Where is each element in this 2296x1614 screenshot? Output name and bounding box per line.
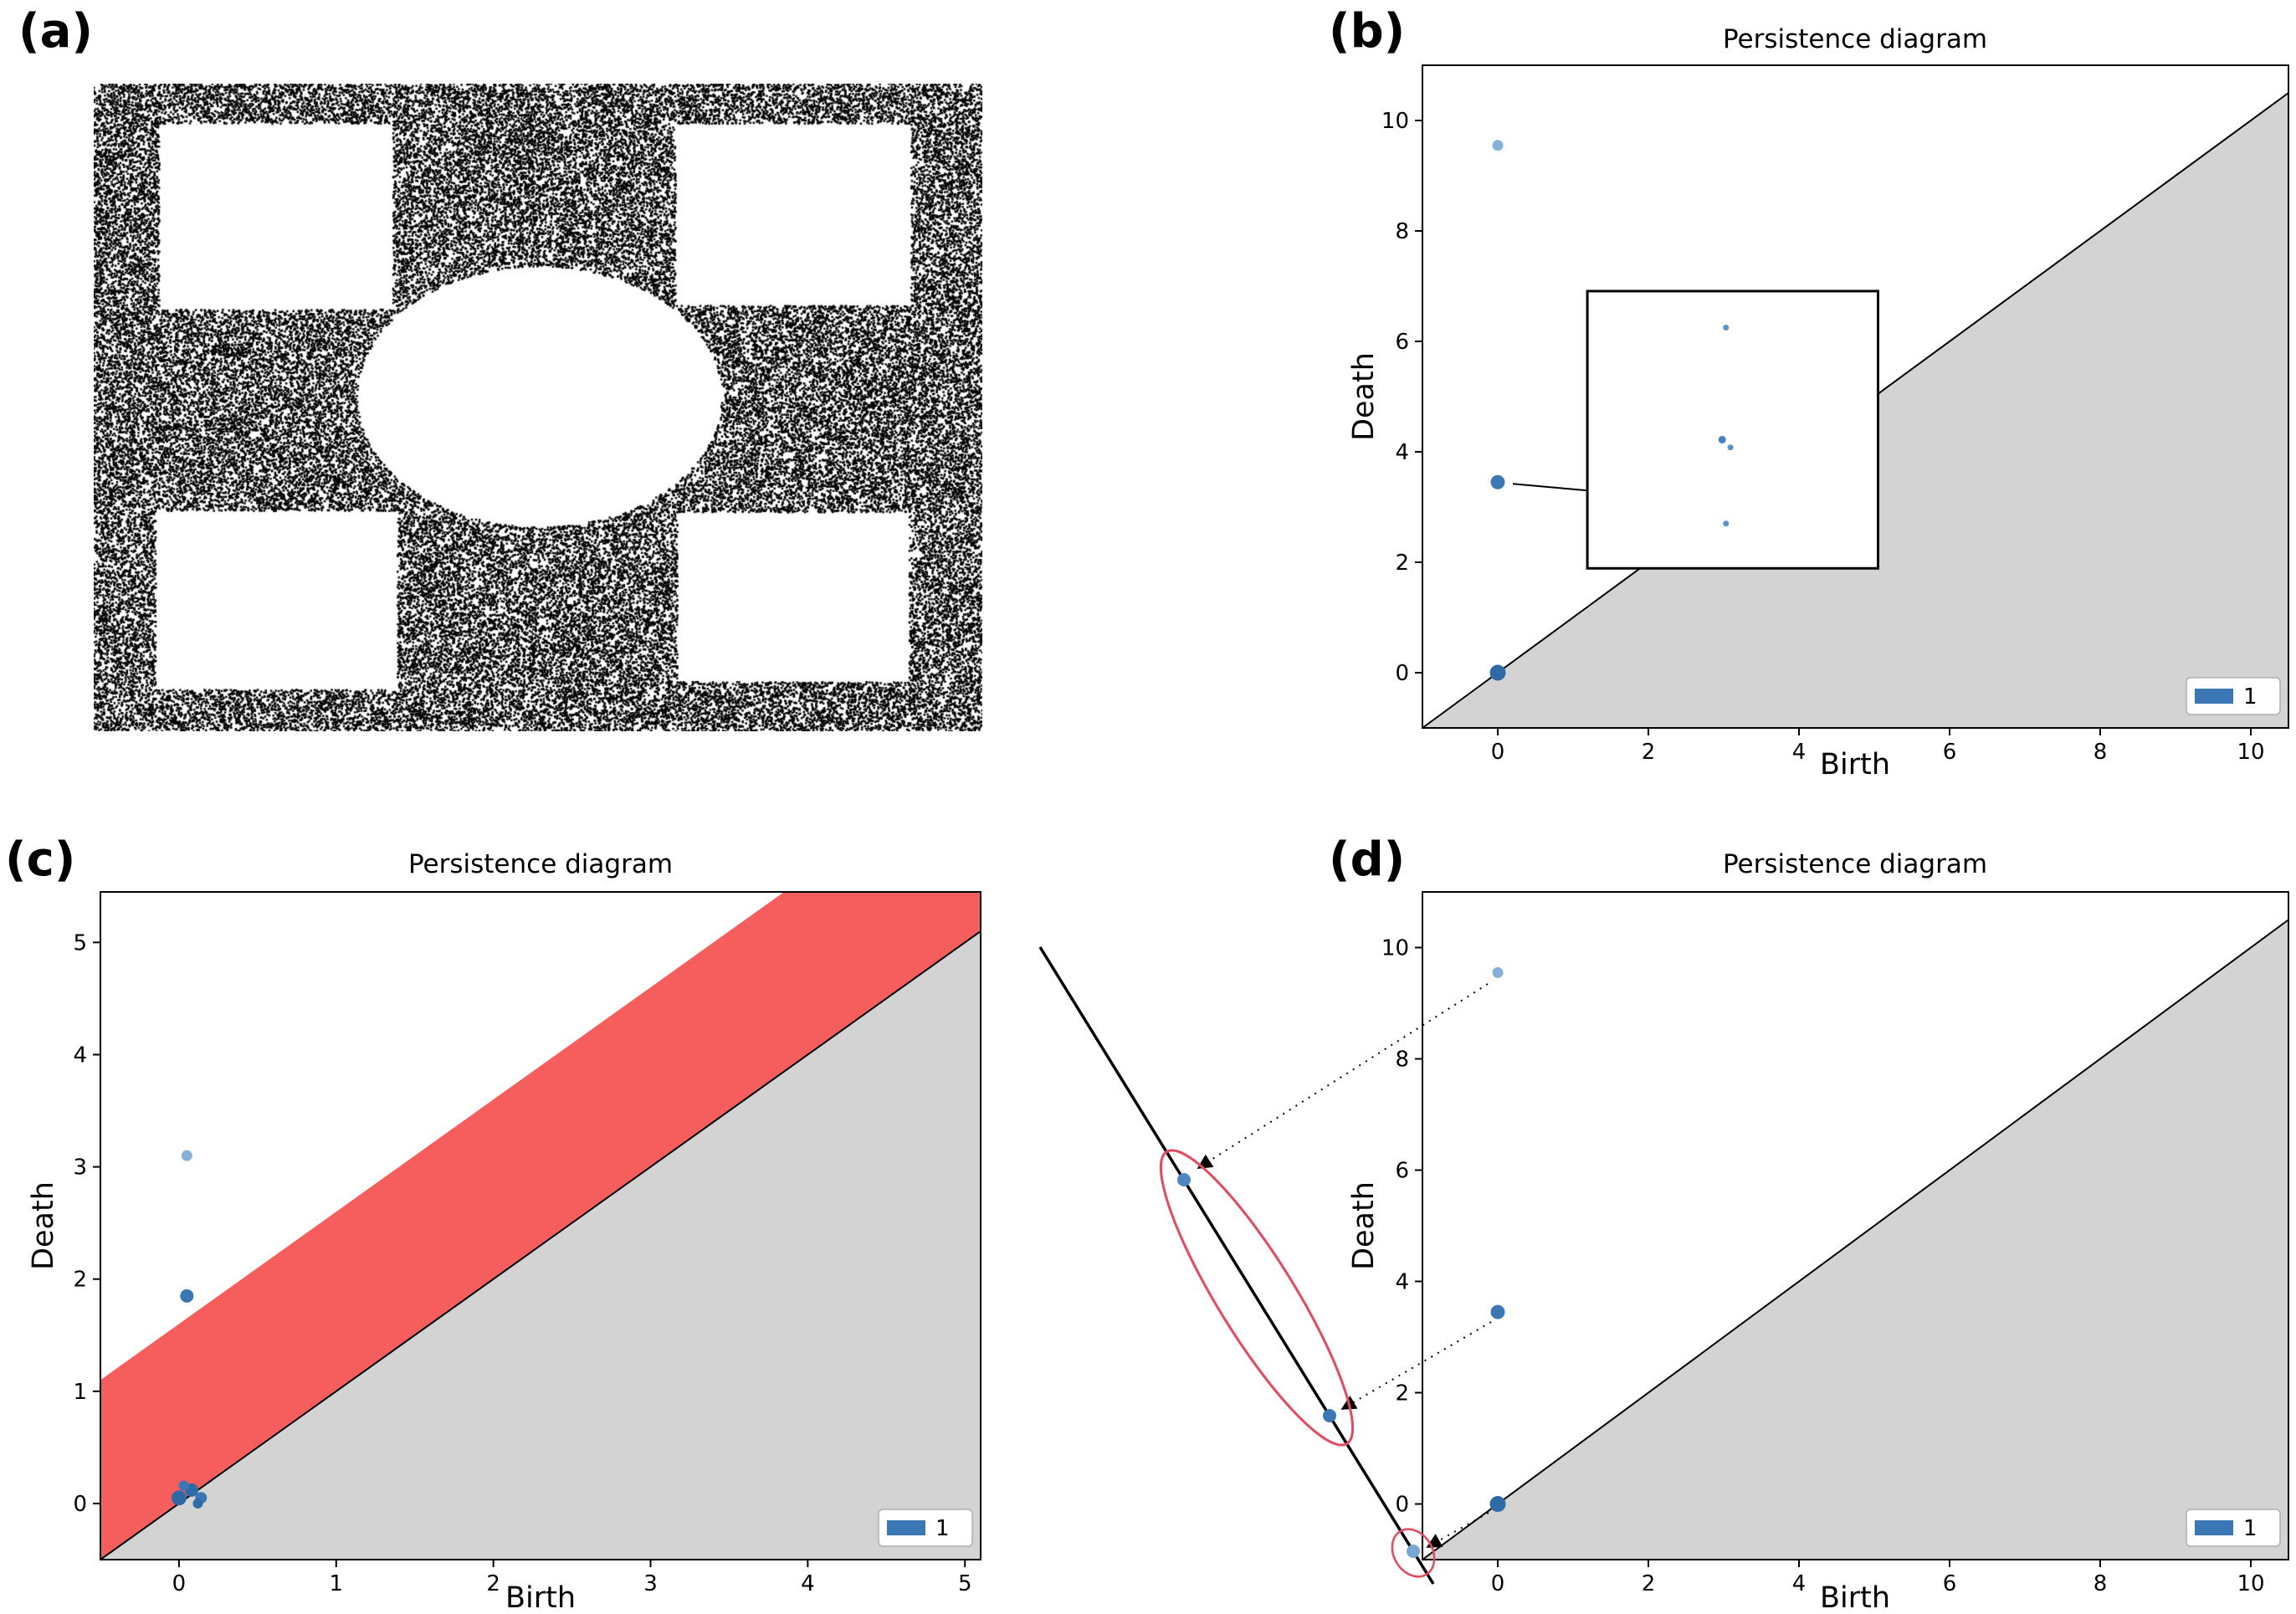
highlight-circle [1391, 1528, 1436, 1578]
inset-connector-line [1512, 483, 1588, 492]
inset-point [1723, 325, 1730, 330]
x-tick-label: 1 [330, 1571, 344, 1596]
y-tick-label: 0 [1395, 1493, 1409, 1518]
y-tick-label: 3 [73, 1155, 87, 1181]
persistence-diagram-d: 0 2 4 6 8 10 0 2 4 6 8 10 1 [1381, 891, 2289, 1596]
y-axis-label-b: Death [1346, 352, 1381, 441]
y-axis-label-c: Death [26, 1181, 60, 1270]
diagram-point [178, 1480, 189, 1491]
x-tick-label: 4 [1792, 740, 1807, 765]
axes-frame [1422, 64, 2289, 729]
y-tick-label: 0 [73, 1492, 87, 1517]
chart-title-b: Persistence diagram [1722, 24, 1988, 54]
panel-label-b: (b) [1329, 4, 1406, 59]
x-tick-label: 10 [2237, 740, 2264, 765]
panel-label-a: (a) [18, 4, 93, 59]
axes-frame [1422, 891, 2289, 1560]
x-tick-label: 4 [801, 1571, 815, 1596]
y-tick-label: 10 [1381, 936, 1409, 961]
legend-swatch [2195, 1520, 2233, 1535]
legend-label: 1 [2243, 684, 2258, 710]
projected-point [1323, 1409, 1336, 1422]
y-tick-label: 8 [1395, 1048, 1409, 1073]
x-tick-label: 6 [1943, 740, 1957, 765]
projected-point [1407, 1545, 1420, 1558]
diagram-point [181, 1150, 192, 1161]
y-tick-label: 2 [1395, 551, 1409, 576]
diagram-point [180, 1289, 194, 1303]
diagram-point [1492, 140, 1504, 151]
chart-title-d: Persistence diagram [1722, 849, 1988, 879]
y-tick-label: 5 [73, 930, 87, 956]
inset-point [1718, 435, 1726, 443]
chart-title-c: Persistence diagram [407, 849, 674, 879]
x-tick-label: 8 [2094, 740, 2108, 765]
legend-label: 1 [2243, 1516, 2258, 1541]
diagram-point [1489, 664, 1506, 681]
diagram-point [1490, 1304, 1505, 1319]
projection-line [1038, 946, 1435, 1585]
x-tick-label: 0 [1491, 1571, 1505, 1596]
diagram-point [1490, 474, 1505, 489]
x-tick-label: 0 [1491, 740, 1505, 765]
diagram-point [192, 1498, 203, 1509]
y-tick-label: 4 [1395, 1270, 1409, 1295]
x-axis-label-d: Birth [1819, 1581, 1891, 1614]
confidence-band [100, 892, 981, 1560]
projection-arrow [1340, 1321, 1492, 1410]
diagram-point [1492, 966, 1504, 978]
panel-label-c: (c) [5, 833, 76, 887]
y-tick-label: 1 [73, 1380, 87, 1405]
y-tick-label: 6 [1395, 1159, 1409, 1184]
axes-frame [100, 891, 981, 1560]
inset-point [1727, 444, 1734, 451]
x-tick-label: 2 [1642, 740, 1656, 765]
y-tick-label: 2 [1395, 1381, 1409, 1406]
x-tick-label: 8 [2094, 1571, 2108, 1596]
point-cloud-image [94, 84, 982, 731]
y-tick-label: 4 [73, 1043, 87, 1068]
x-tick-label: 6 [1943, 1571, 1957, 1596]
y-axis-label-d: Death [1346, 1181, 1381, 1270]
x-axis-label-b: Birth [1819, 748, 1891, 781]
legend-swatch [2195, 689, 2233, 704]
diagonal-line [100, 930, 981, 1560]
x-tick-label: 2 [486, 1571, 500, 1596]
x-tick-label: 4 [1792, 1571, 1807, 1596]
x-tick-label: 3 [643, 1571, 658, 1596]
projected-point [1177, 1173, 1191, 1186]
y-tick-label: 6 [1395, 330, 1409, 355]
x-tick-label: 2 [1642, 1571, 1656, 1596]
x-tick-label: 5 [958, 1571, 972, 1596]
y-tick-label: 0 [1395, 661, 1409, 686]
y-tick-label: 2 [73, 1268, 87, 1293]
x-tick-label: 0 [172, 1571, 187, 1596]
inset-point [1723, 520, 1730, 527]
diagram-point [1489, 1496, 1506, 1512]
y-tick-label: 8 [1395, 219, 1409, 244]
y-tick-label: 4 [1395, 440, 1409, 465]
inset-box [1586, 289, 1879, 570]
x-tick-label: 10 [2237, 1571, 2264, 1596]
highlight-ellipse [1159, 1149, 1355, 1447]
persistence-diagram-b: 0 2 4 6 8 10 0 2 4 6 8 10 1 [1381, 64, 2289, 765]
panel-label-d: (d) [1329, 833, 1406, 887]
diagonal-line [1422, 919, 2289, 1560]
diagram-point [171, 1490, 187, 1506]
y-tick-label: 10 [1381, 109, 1409, 134]
legend-swatch [887, 1520, 925, 1535]
persistence-diagram-c: 0 1 2 3 4 5 0 1 2 3 4 5 1 [73, 891, 981, 1596]
x-axis-label-c: Birth [505, 1581, 577, 1614]
legend-label: 1 [935, 1516, 950, 1541]
